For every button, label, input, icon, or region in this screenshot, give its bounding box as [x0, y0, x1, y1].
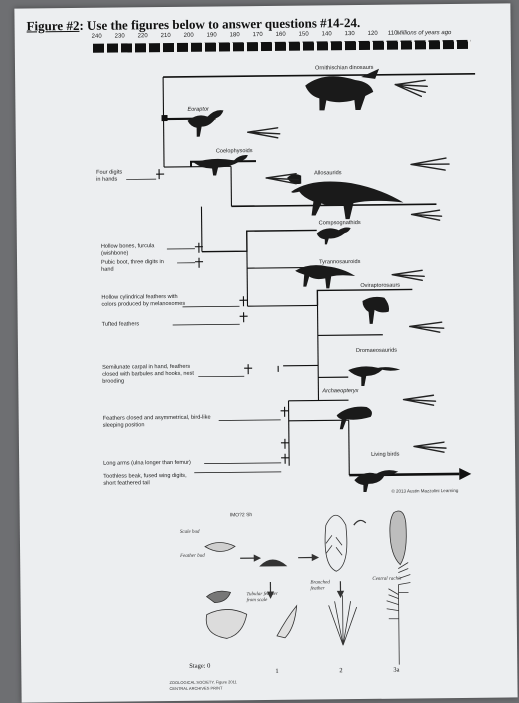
copyright-notice: © 2013 Austin Mazzolini Learning	[391, 487, 459, 494]
taxon-label: Dromaeosaurids	[355, 347, 398, 355]
stage-label: 3a	[393, 666, 400, 674]
branched-feather-label: Branched feather	[310, 580, 330, 592]
stage-label: 1	[275, 667, 279, 675]
taxon-label: Archaeopteryx	[322, 388, 359, 395]
taxon-label: Tyrannosauroids	[319, 259, 361, 266]
trait-label: Long arms (ulna longer than femur)	[103, 459, 191, 467]
trait-label: Pubic boot, three digits in hand	[101, 259, 164, 273]
stage-label: Stage: 0	[189, 662, 211, 670]
tubular-feather-label: Tubular feather from scale	[246, 591, 278, 604]
trait-label: Four digits in hands	[96, 169, 123, 183]
credit-line: ZOOLOGICAL SOCIETY, Figure 2011	[169, 679, 237, 686]
central-rachis-label: Central rachis	[372, 576, 402, 582]
taxon-label: Living birds	[371, 451, 400, 458]
trait-label: Toothless beak, fused wing digits, short…	[103, 472, 187, 487]
feather-legend: IMO?2 Sh	[229, 512, 253, 519]
taxon-label: Ornithischian dinosaurs	[314, 64, 374, 72]
trait-label: Semilunate carpal in hand, feathers clos…	[102, 363, 194, 385]
feather-bud-label: Feather bud	[180, 553, 205, 559]
taxon-label: Coelophysoids	[215, 148, 253, 155]
taxon-label: Allosaurids	[314, 170, 342, 177]
cladogram	[126, 68, 476, 665]
scale-bud-label: Scale bud	[179, 529, 200, 535]
worksheet-page: Figure #2: Use the figures below to answ…	[14, 3, 518, 703]
stage-label: 2	[339, 667, 343, 675]
taxon-label: Eoraptor	[187, 106, 209, 113]
taxon-label: Compsognathids	[318, 220, 361, 227]
trait-label: Hollow bones, furcula (wishbone)	[100, 243, 155, 257]
credit-line: CENTRAL ARCHIVES PRINT	[169, 685, 223, 692]
trait-label: Hollow cylindrical feathers with colors …	[101, 293, 186, 308]
trait-label: Feathers closed and asymmetrical, bird-l…	[102, 414, 211, 429]
taxon-label: Oviraptorosaurs	[360, 282, 401, 290]
trait-label: Tufted feathers	[101, 321, 140, 328]
